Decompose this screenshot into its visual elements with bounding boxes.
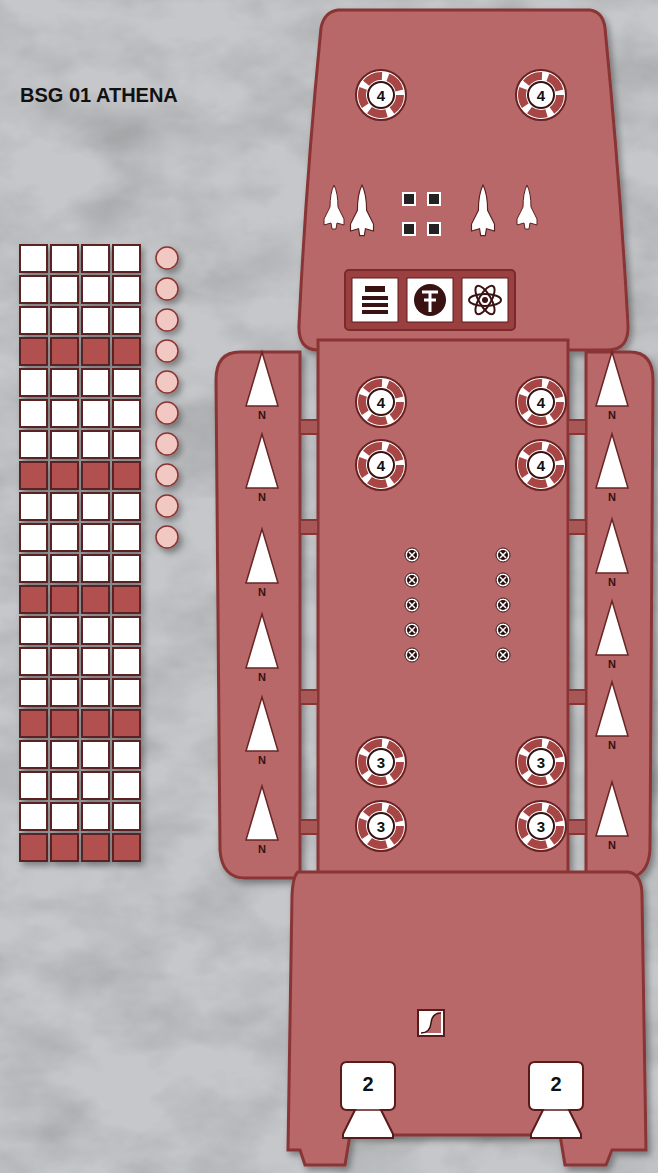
weapon-value: 4 (537, 394, 545, 411)
thrust-value: 2 (362, 1073, 373, 1096)
arc-label: N (258, 409, 266, 421)
weapon-circle: 4 (354, 68, 408, 122)
arc-label: N (608, 491, 616, 503)
arc-label: N (258, 586, 266, 598)
weapon-value: 3 (377, 754, 385, 771)
weapon-circle: 3 (514, 735, 568, 789)
weapon-value: 4 (377, 457, 385, 474)
weapon-circle: 3 (354, 799, 408, 853)
weapon-circle: 4 (514, 438, 568, 492)
weapon-value: 3 (537, 818, 545, 835)
arc-label: N (608, 739, 616, 751)
engine-box: 2 (339, 1060, 397, 1140)
weapon-circle: 4 (514, 68, 568, 122)
weapon-value: 3 (377, 818, 385, 835)
weapon-circle: 3 (354, 735, 408, 789)
weapon-value: 4 (537, 87, 545, 104)
thrust-value: 2 (550, 1073, 561, 1096)
arc-label: N (608, 409, 616, 421)
weapon-circle: 4 (354, 438, 408, 492)
weapon-circle: 3 (514, 799, 568, 853)
arc-label: N (608, 576, 616, 588)
weapon-value: 4 (377, 394, 385, 411)
arc-label: N (258, 843, 266, 855)
engine-box: 2 (527, 1060, 585, 1140)
arc-label: N (258, 671, 266, 683)
weapon-circle: 4 (514, 375, 568, 429)
engine-shape (527, 1060, 585, 1140)
arc-label: N (608, 658, 616, 670)
engine-shape (339, 1060, 397, 1140)
arc-label: N (258, 491, 266, 503)
weapon-circle: 4 (354, 375, 408, 429)
weapon-value: 3 (537, 754, 545, 771)
arc-label: N (608, 839, 616, 851)
arc-label: N (258, 754, 266, 766)
weapon-value: 4 (377, 87, 385, 104)
weapon-value: 4 (537, 457, 545, 474)
ship-title: BSG 01 ATHENA (20, 84, 178, 107)
